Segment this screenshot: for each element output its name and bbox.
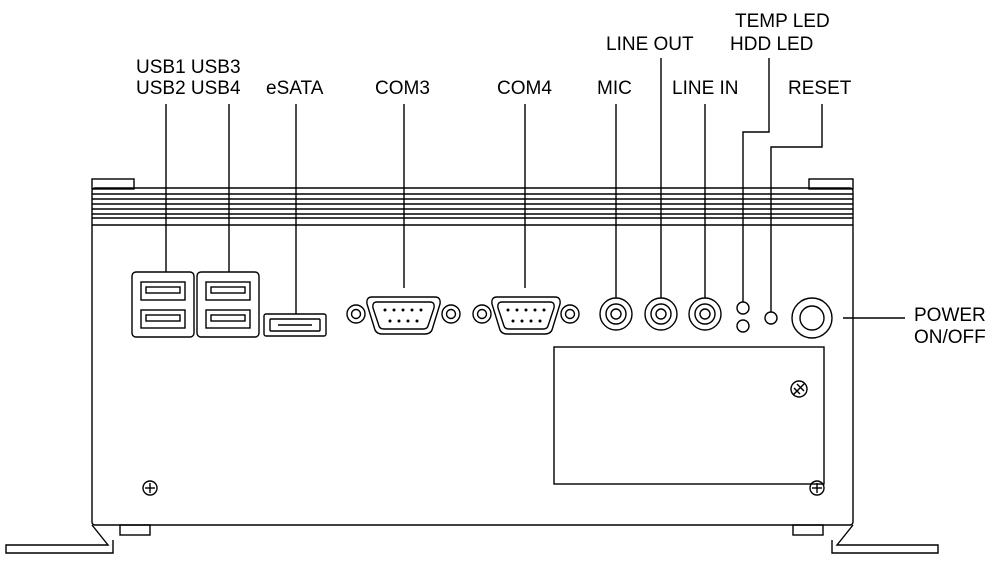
label-hdd-led: HDD LED [730,34,814,55]
leader-lines [165,58,905,319]
cover-plate [553,346,825,485]
hdd-led [736,301,750,315]
label-usb1-usb3: USB1 USB3 [136,57,241,78]
label-on-off: ON/OFF [914,327,986,348]
label-line-in: LINE IN [672,78,739,99]
temp-led [736,319,750,333]
chassis-screw-left [142,480,158,496]
label-reset: RESET [788,78,852,99]
chassis-screw-right [809,480,825,496]
usb-port-stack-1-2[interactable] [131,271,195,338]
label-power: POWER [914,305,986,326]
esata-port[interactable] [263,313,327,337]
label-usb2-usb4: USB2 USB4 [136,78,241,99]
label-mic: MIC [597,78,632,99]
label-line-out: LINE OUT [606,34,694,55]
label-temp-led: TEMP LED [735,11,830,32]
label-com3: COM3 [375,78,430,99]
label-com4: COM4 [497,78,552,99]
com4-port[interactable] [472,296,580,335]
mic-jack[interactable] [599,297,633,331]
mounting-feet [5,524,939,554]
power-button[interactable] [791,297,833,339]
chassis [91,178,854,526]
line-in-jack[interactable] [688,297,722,331]
usb-port-stack-3-4[interactable] [196,271,260,338]
reset-button[interactable] [764,311,778,325]
line-out-jack[interactable] [644,297,678,331]
label-esata: eSATA [266,78,324,99]
com3-port[interactable] [346,296,461,335]
